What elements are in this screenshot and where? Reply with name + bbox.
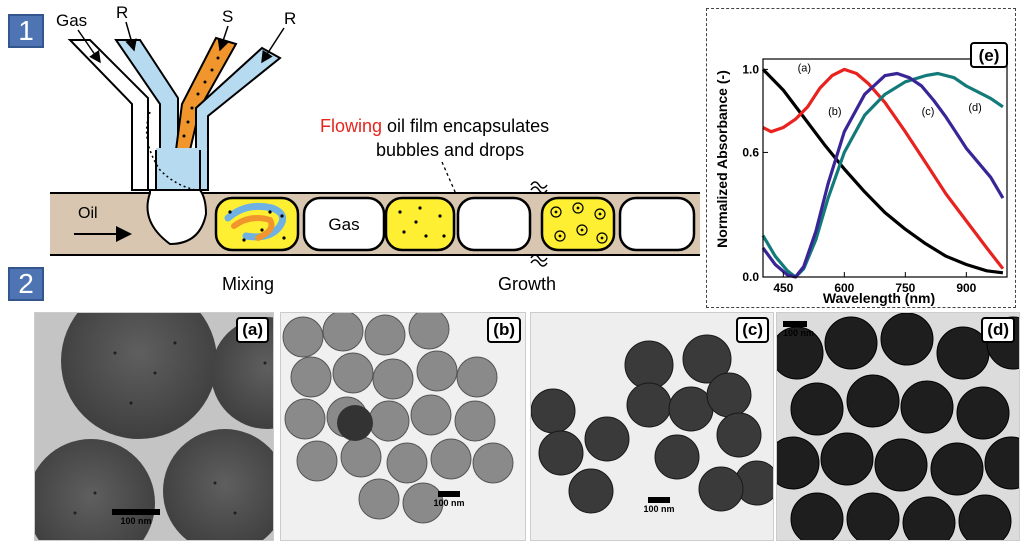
step-1-badge: 1 [8, 14, 44, 48]
gas-inlet-arrow [77, 29, 101, 64]
tem-panel-d-scale: 100 nm [783, 321, 827, 338]
chart-plot-area [761, 67, 1005, 279]
annotation-pointer [441, 161, 457, 195]
oil-label: Oil [78, 205, 98, 222]
series-line-2 [762, 67, 1005, 270]
panel-e-label-text: (e) [979, 46, 1000, 65]
x-tick-label: 750 [895, 281, 915, 295]
y-axis-label: Normalized Absorbance (-) [714, 70, 730, 248]
tem-panel-b-scale-text: 100 nm [433, 498, 465, 508]
x-tick-label: 600 [834, 281, 854, 295]
tem-panel-d: (d) 100 nm [776, 312, 1020, 541]
curve-label-4: (d) [968, 102, 981, 114]
y-tick-label: 1.0 [742, 62, 759, 76]
curve-label-3: (c) [922, 106, 935, 118]
microfluidic-schematic: Gas R S R Oil Gas [50, 3, 700, 294]
s-inlet-arrow [217, 25, 230, 52]
stage-growth-label: Growth [498, 274, 556, 294]
spacer-bubble-1 [456, 196, 532, 252]
series-line-1 [761, 68, 1004, 275]
tem-panel-a-scale-text: 100 nm [120, 516, 152, 526]
chart-axes: 450 600 750 900 0.0 0.6 1.0 [742, 58, 1008, 295]
tem-panel-d-scale-text: 100 nm [783, 328, 815, 338]
r-left-inlet-label: R [116, 3, 128, 22]
r-right-inlet-label: R [284, 9, 296, 28]
gas-inlet-label: Gas [56, 11, 87, 30]
channel-break-bottom [530, 254, 548, 267]
tem-panel-d-label: (d) [981, 317, 1015, 343]
annotation-line-1-rest: oil film encapsulates [382, 116, 549, 136]
gas-bubble-label: Gas [328, 215, 359, 234]
tem-panel-b-scale: 100 nm [429, 491, 469, 508]
s-inlet-label: S [222, 7, 233, 26]
tem-panel-b-label: (b) [487, 317, 521, 343]
tem-panel-a: (a) 100 nm [34, 312, 274, 541]
tem-panel-a-label: (a) [236, 317, 269, 343]
y-tick-label: 0.6 [742, 145, 759, 159]
tem-image-d [777, 313, 1019, 540]
seed-droplet [384, 196, 456, 252]
tem-panel-c: (c) 100 nm [530, 312, 774, 541]
plot-frame [762, 58, 1008, 278]
curve-label-1: (a) [798, 62, 811, 74]
step-2-badge: 2 [8, 267, 44, 301]
panel-e-label: (e) [970, 42, 1008, 68]
mixing-droplet [214, 196, 300, 252]
r-right-inlet-arrow [261, 27, 285, 64]
gas-bubble-forming [146, 189, 208, 246]
channel-break-top [530, 181, 548, 194]
tem-panel-c-label: (c) [736, 317, 769, 343]
gas-bubble: Gas [302, 196, 386, 252]
chart-curve-labels: (a) (b) (c) (d) [798, 62, 982, 118]
annotation-line-1: Flowing oil film encapsulates [320, 116, 549, 136]
series-line-3 [761, 71, 1004, 279]
tem-panel-c-scale-text: 100 nm [643, 504, 675, 514]
stage-mixing-label: Mixing [222, 274, 274, 294]
tem-image-b [281, 313, 525, 540]
annotation-line-2: bubbles and drops [376, 140, 524, 160]
annotation-highlight: Flowing [320, 116, 382, 136]
tem-panel-b: (b) 100 nm [280, 312, 526, 541]
step-1-number: 1 [18, 15, 34, 46]
curve-label-2: (b) [828, 106, 841, 118]
series-line-4 [761, 71, 1005, 279]
inlet-assembly [67, 36, 282, 246]
tem-panel-c-scale: 100 nm [639, 497, 679, 514]
absorbance-chart: 450 600 750 900 0.0 0.6 1.0 (a) (b) (c) (d) Wavel… [714, 42, 1008, 306]
tem-image-a [35, 313, 273, 540]
tem-image-c [531, 313, 773, 540]
growth-droplet [540, 196, 616, 252]
tem-panel-a-scale: 100 nm [111, 509, 161, 526]
x-tick-label: 900 [956, 281, 976, 295]
spacer-bubble-2 [618, 196, 696, 252]
x-axis-label: Wavelength (nm) [823, 290, 935, 306]
y-tick-label: 0.0 [742, 270, 759, 284]
r-left-inlet-arrow [125, 21, 137, 52]
absorbance-chart-panel: 450 600 750 900 0.0 0.6 1.0 (a) (b) (c) (d) Wavel… [706, 8, 1016, 308]
step-2-number: 2 [18, 268, 34, 299]
x-tick-label: 450 [773, 281, 793, 295]
